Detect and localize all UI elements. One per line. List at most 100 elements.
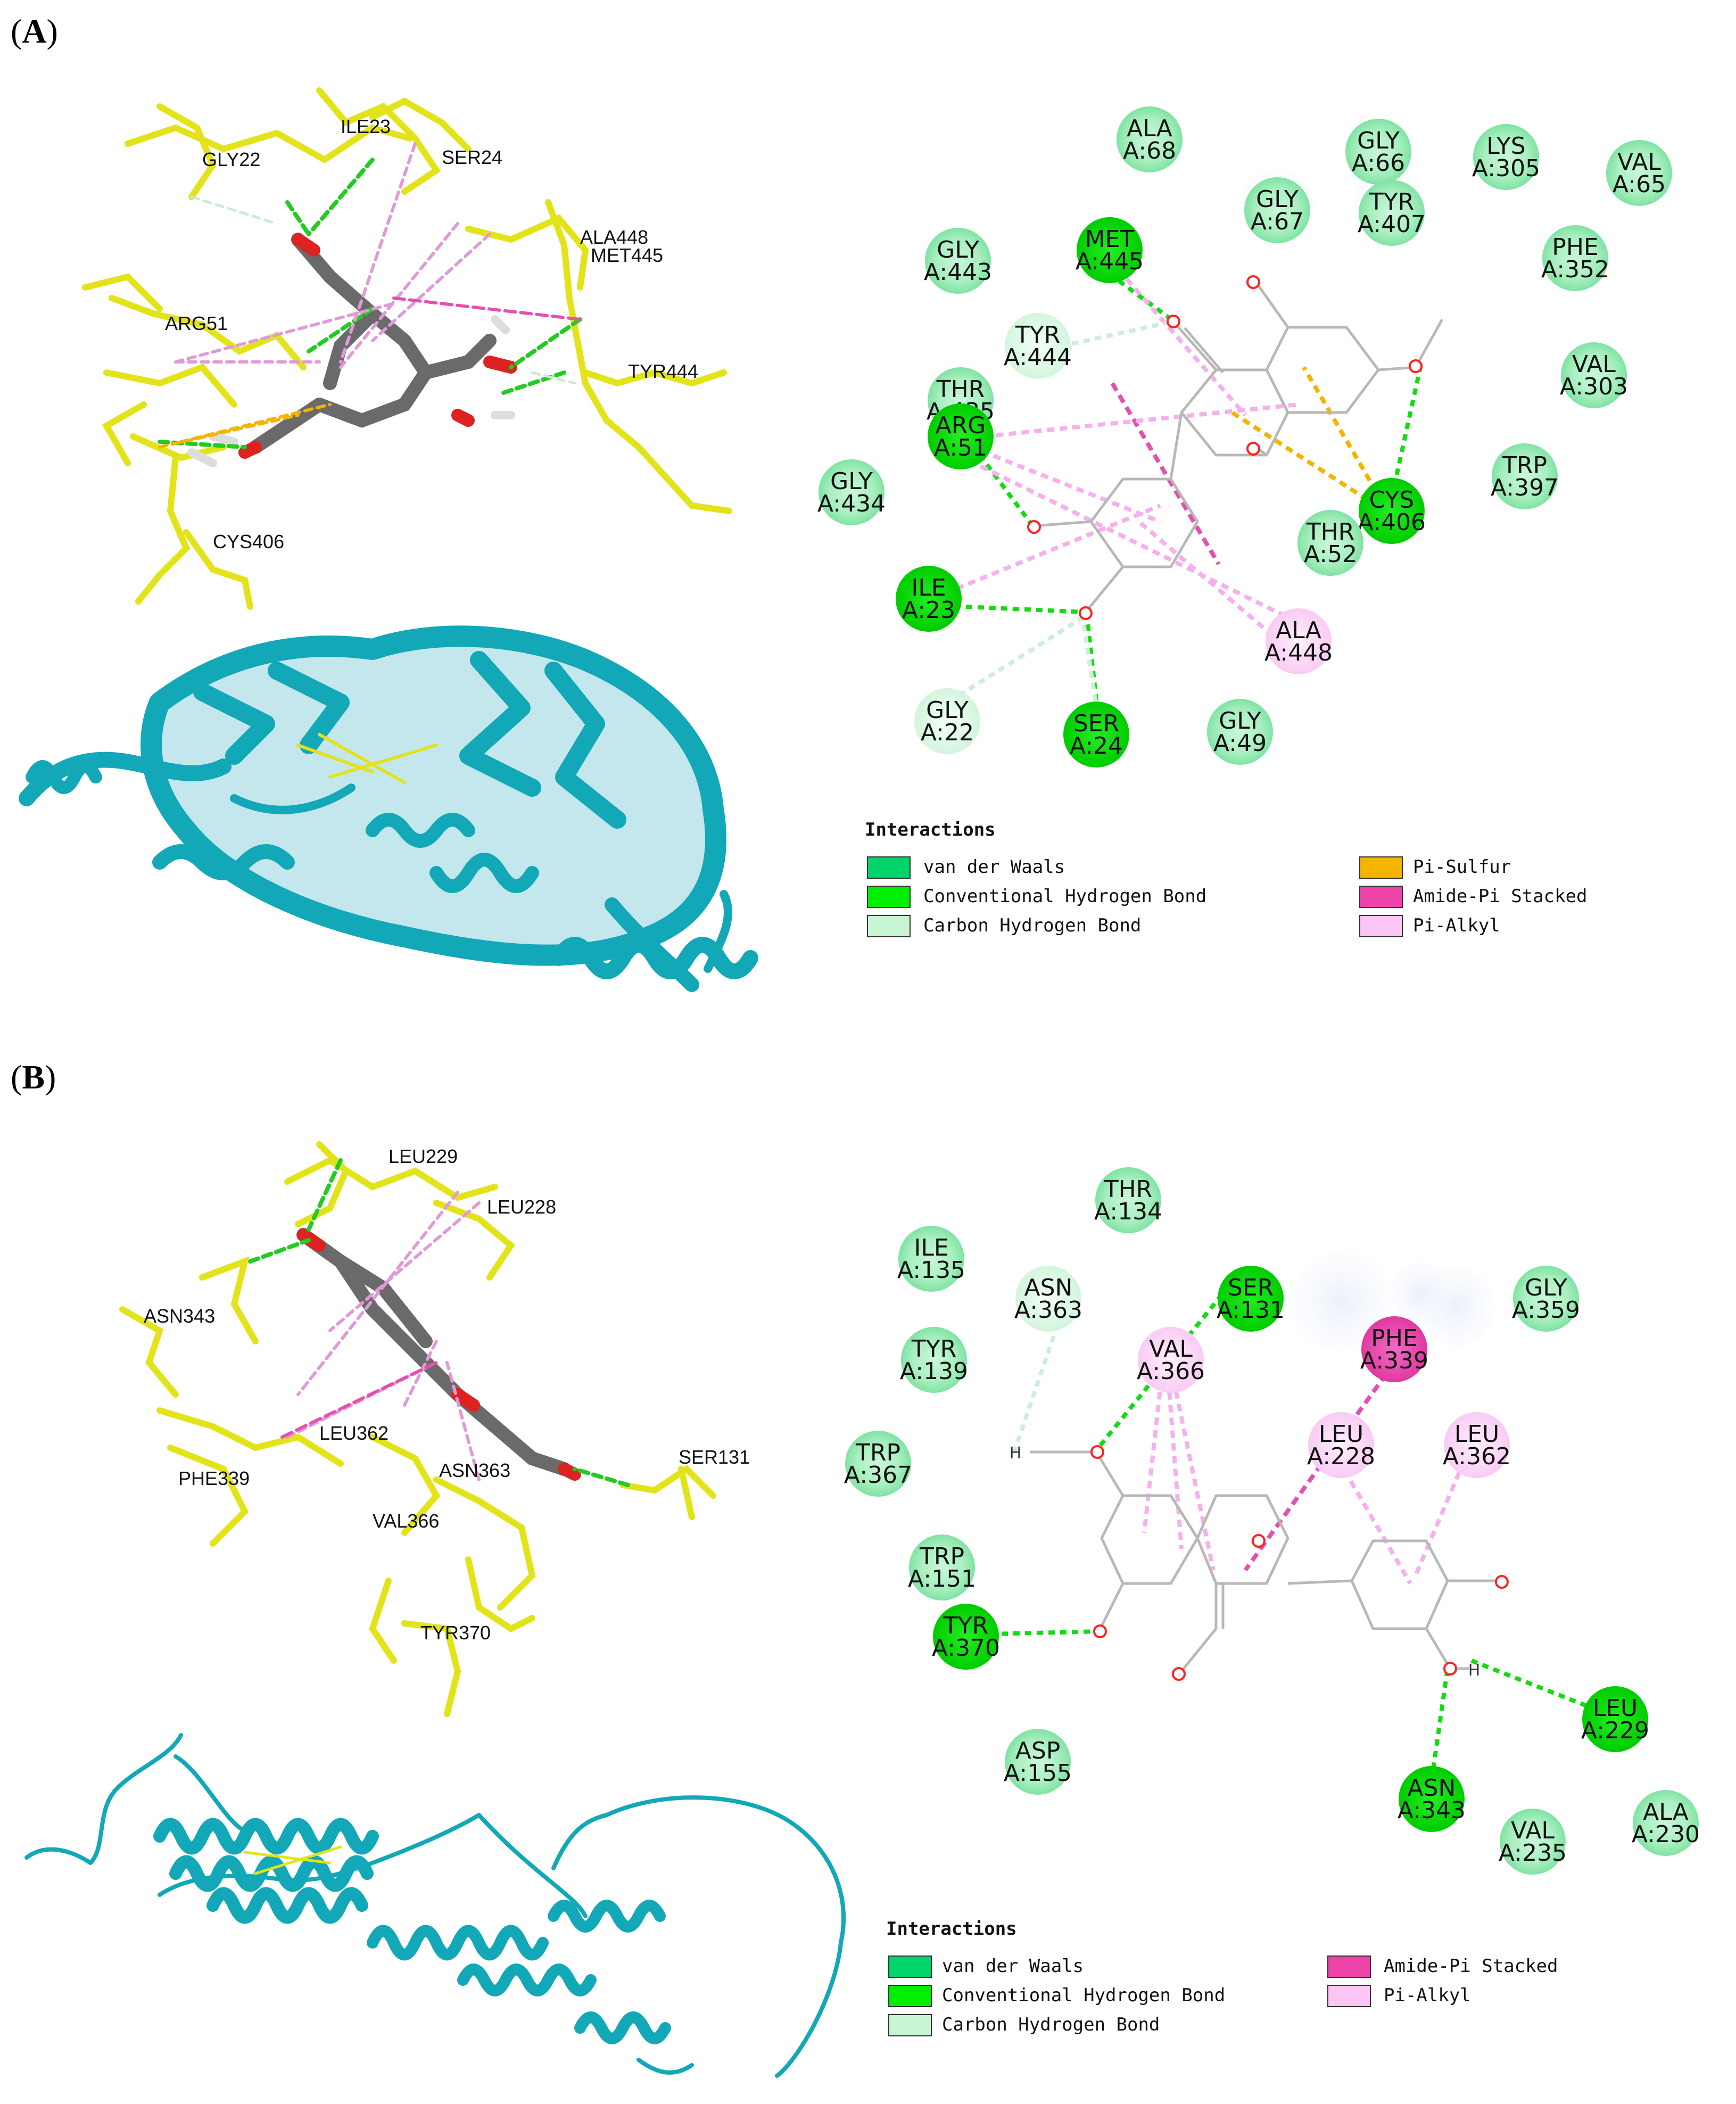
residue-name: VAL: [1572, 351, 1616, 378]
legend-swatch: [888, 1985, 932, 2007]
legend-item: Pi-Alkyl: [1327, 1985, 1471, 2007]
residue-disc: [914, 688, 980, 754]
residue-number: A:366: [1137, 1358, 1205, 1385]
residue-number: A:352: [1541, 256, 1609, 283]
docking-pose-3d-b: [119, 1141, 716, 1717]
residue-3d-label: PHE339: [178, 1467, 250, 1489]
residue-number: A:22: [921, 719, 974, 746]
residue-discs-b: THRA:134ILEA:135ASNA:363SERA:131GLYA:359…: [844, 1167, 1700, 1875]
protein-cartoon-a: [19, 625, 758, 992]
residue-labels-3d-b: LEU229 LEU228 ASN343 LEU362 PHE339 ASN36…: [144, 1145, 750, 1644]
residue-number: A:397: [1491, 474, 1559, 501]
residue-name: VAL: [1511, 1817, 1555, 1844]
residue-name: ASN: [1024, 1274, 1073, 1301]
residue-name: CYS: [1369, 486, 1415, 514]
legend-swatch: [867, 915, 911, 937]
residue-3d-label: ALA448: [580, 226, 648, 248]
residue-name: GLY: [926, 697, 969, 724]
residue-disc: [1399, 1766, 1465, 1832]
halos-b: [1291, 1251, 1495, 1352]
residue-name: PHE: [1552, 234, 1598, 261]
residue-disc: [898, 1226, 964, 1292]
legend-label: Pi-Alkyl: [1413, 915, 1500, 936]
residue-disc: [1492, 443, 1558, 509]
ligand-b: [1030, 1450, 1501, 1672]
legend-label: Amide-Pi Stacked: [1384, 1956, 1558, 1977]
residue-number: A:448: [1264, 639, 1333, 666]
residue-number: A:235: [1499, 1839, 1567, 1867]
residue-number: A:339: [1360, 1347, 1428, 1374]
legend-swatch: [1359, 915, 1403, 937]
residue-number: A:24: [1070, 732, 1123, 760]
legend-label: Conventional Hydrogen Bond: [923, 886, 1206, 907]
panel-label-b: (B): [11, 1058, 56, 1096]
interaction-diagram-b: H H THRA:134ILEA:135ASNA:363SERA:131GLYA…: [844, 1167, 1700, 1875]
legend-a: Interactions van der Waals Conventional …: [865, 819, 1588, 937]
residue-disc: [845, 1431, 911, 1497]
legend-item: Carbon Hydrogen Bond: [867, 915, 1141, 937]
legend-item: Pi-Alkyl: [1359, 915, 1500, 937]
residue-number: A:229: [1581, 1717, 1649, 1744]
residue-name: GLY: [1256, 186, 1299, 213]
residue-name: ASP: [1015, 1737, 1061, 1764]
residue-disc: [1359, 478, 1425, 544]
residue-disc: [1218, 1266, 1284, 1332]
interaction-lines-b: [989, 1284, 1608, 1781]
residue-name: ALA: [1276, 617, 1321, 644]
residue-number: A:65: [1613, 171, 1666, 198]
protein-cartoon-b: [24, 1733, 846, 2078]
legend-swatch: [1327, 1985, 1371, 2007]
residue-name: GLY: [1219, 707, 1261, 735]
residue-number: A:443: [924, 259, 992, 286]
residue-number: A:67: [1251, 208, 1304, 235]
residue-number: A:23: [902, 597, 955, 624]
residue-number: A:228: [1307, 1443, 1375, 1470]
residue-disc: [1513, 1266, 1579, 1332]
residue-number: A:230: [1632, 1821, 1700, 1848]
docking-pose-3d-a: [82, 87, 732, 610]
residue-name: MET: [1085, 226, 1135, 253]
residue-name: ARG: [936, 412, 986, 439]
legend-title: Interactions: [865, 819, 996, 840]
residue-disc: [1444, 1412, 1510, 1478]
residue-disc: [1359, 180, 1425, 246]
residue-number: A:434: [817, 490, 886, 517]
ligand-atoms-a: [1027, 275, 1423, 620]
residue-disc: [1063, 702, 1129, 768]
legend-label: Carbon Hydrogen Bond: [923, 915, 1141, 936]
residue-disc: [1005, 1729, 1071, 1795]
residue-3d-label: LEU229: [388, 1145, 458, 1167]
residue-disc: [1633, 1790, 1699, 1856]
legend-item: Carbon Hydrogen Bond: [888, 2014, 1160, 2036]
residue-disc: [1015, 1266, 1081, 1332]
legend-label: Conventional Hydrogen Bond: [942, 1985, 1225, 2006]
residue-disc: [1117, 106, 1183, 172]
residue-name: ILE: [911, 574, 946, 601]
residue-3d-label: ARG51: [165, 312, 228, 334]
residue-name: ILE: [914, 1234, 948, 1261]
residue-disc: [1561, 342, 1627, 408]
residue-number: A:49: [1213, 730, 1267, 757]
residue-3d-label: GLY22: [202, 148, 260, 170]
residue-number: A:52: [1304, 541, 1357, 568]
residue-name: ALA: [1643, 1798, 1689, 1826]
legend-label: Pi-Alkyl: [1384, 1985, 1471, 2006]
legend-swatch: [867, 886, 911, 908]
